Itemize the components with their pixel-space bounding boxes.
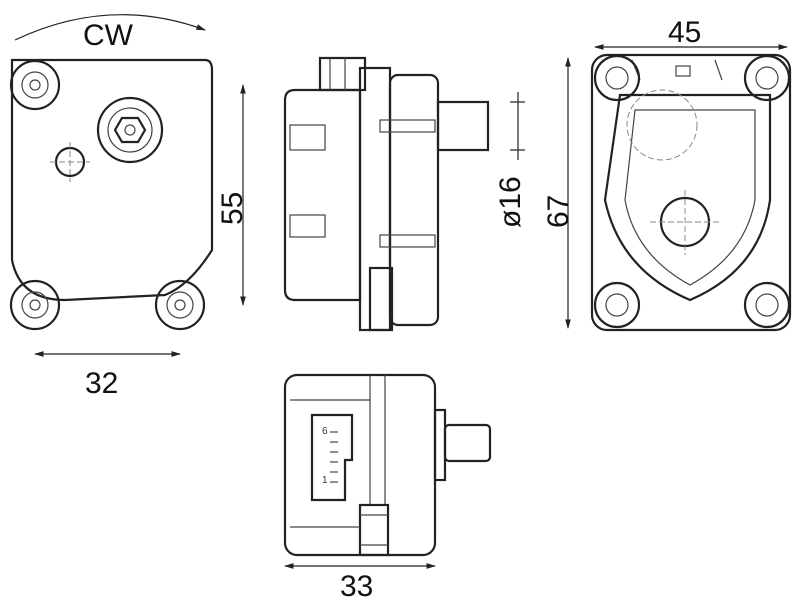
side-view bbox=[283, 56, 490, 332]
dim-bottom-width: 33 bbox=[284, 563, 436, 600]
connector-pin-1: 1 bbox=[322, 475, 328, 486]
bottom-view: 6 1 bbox=[283, 373, 492, 557]
svg-text:ø16: ø16 bbox=[494, 176, 527, 228]
svg-text:32: 32 bbox=[85, 367, 118, 400]
svg-text:33: 33 bbox=[340, 570, 373, 600]
svg-text:67: 67 bbox=[542, 195, 575, 228]
dim-shaft-diameter: ø16 bbox=[494, 92, 527, 228]
connector-pin-6: 6 bbox=[322, 426, 328, 437]
svg-text:55: 55 bbox=[216, 192, 249, 225]
rotation-arrow: CW bbox=[14, 14, 206, 52]
dim-front-height: 55 bbox=[216, 84, 249, 306]
front-view bbox=[9, 58, 214, 331]
dim-rear-height: 67 bbox=[542, 57, 575, 329]
svg-text:45: 45 bbox=[668, 16, 701, 49]
rear-view bbox=[590, 53, 792, 332]
dim-front-width: 32 bbox=[34, 351, 181, 400]
dim-rear-width: 45 bbox=[594, 16, 788, 50]
rotation-label: CW bbox=[83, 19, 134, 52]
